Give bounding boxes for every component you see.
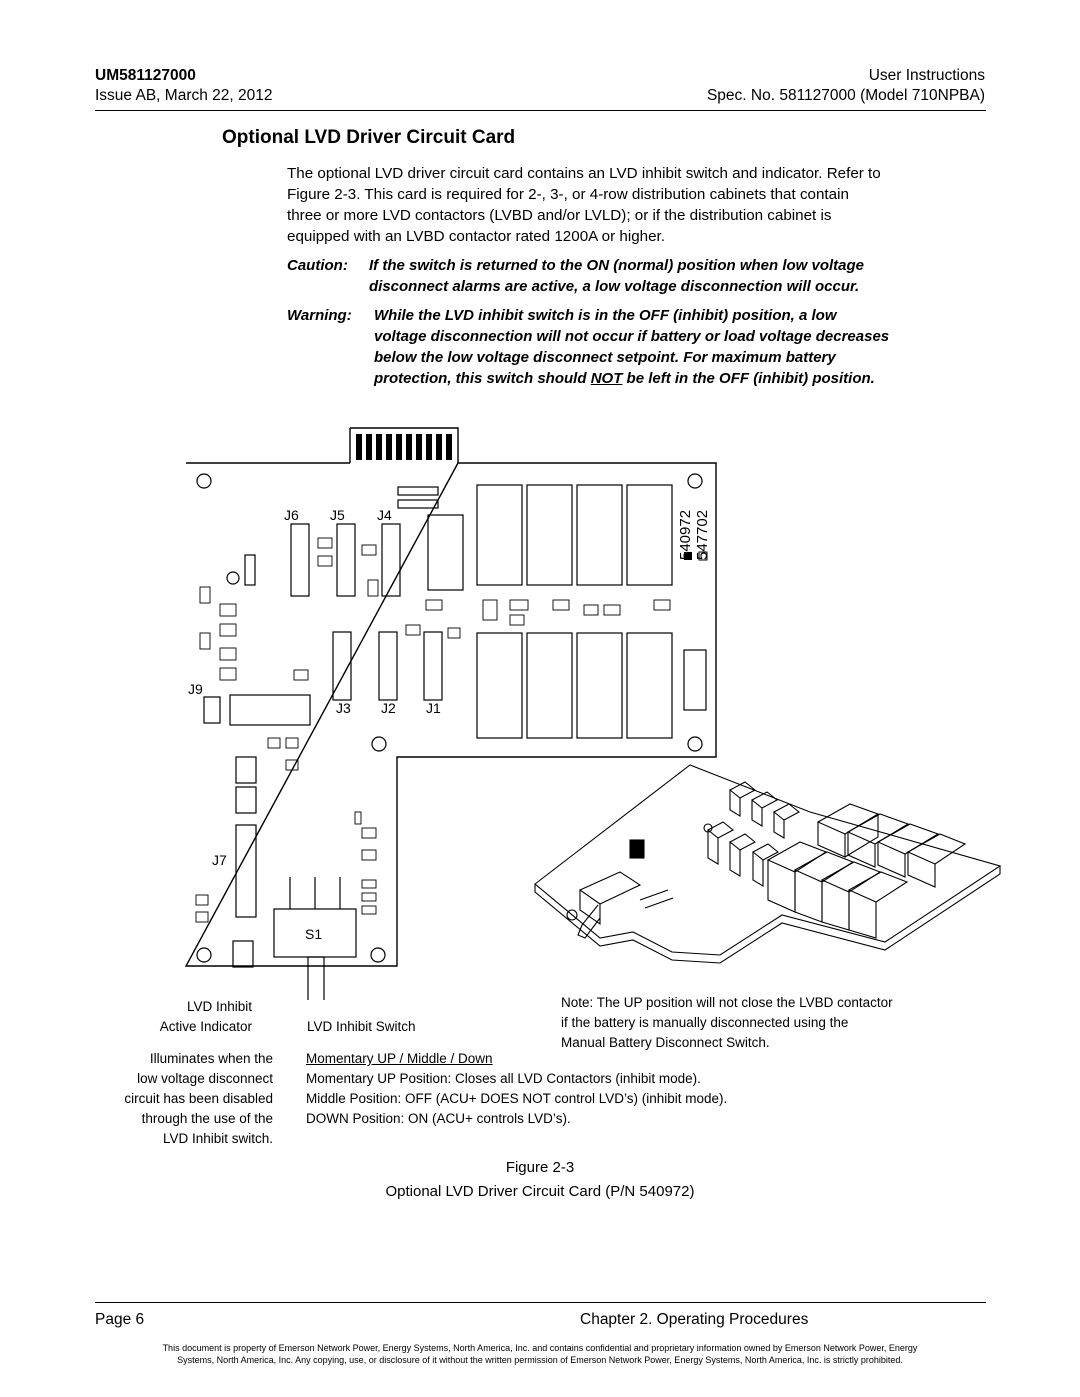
- mount-hole: [196, 947, 212, 963]
- relay-small: [427, 514, 464, 591]
- switch-note: Note: The UP position will not close the…: [561, 993, 893, 1053]
- ic-chip: [235, 786, 257, 814]
- led-indicator: [232, 940, 254, 968]
- figure-caption: Figure 2-3 Optional LVD Driver Circuit C…: [290, 1156, 790, 1204]
- side-connector: [683, 649, 707, 711]
- footer-rule: [95, 1302, 986, 1303]
- connector-j3: J3: [336, 700, 351, 716]
- header-j3: [332, 631, 352, 701]
- issue-date: Issue AB, March 22, 2012: [95, 87, 273, 104]
- indicator-label-line: Active Indicator: [159, 1019, 252, 1034]
- switch-s1-lever: [307, 956, 325, 1000]
- part-check-box-empty: [698, 551, 708, 561]
- relay: [576, 484, 623, 586]
- paragraph-line: three or more LVD contactors (LVBD and/o…: [287, 207, 832, 224]
- warning-emphasis: NOT: [590, 370, 623, 387]
- relay: [526, 632, 573, 739]
- section-title: Optional LVD Driver Circuit Card: [222, 127, 516, 148]
- indicator-desc-line: circuit has been disabled: [124, 1091, 273, 1106]
- header-rule: [95, 110, 986, 111]
- paragraph-line: The optional LVD driver circuit card con…: [287, 165, 881, 182]
- part-number-primary: 540972: [677, 510, 694, 560]
- paragraph-line: equipped with an LVBD contactor rated 12…: [287, 228, 665, 245]
- mount-hole: [371, 736, 387, 752]
- switch-s1-label: S1: [305, 926, 322, 942]
- switch-mode-item: Middle Position: OFF (ACU+ DOES NOT cont…: [306, 1091, 728, 1106]
- switch-modes-title: Momentary UP / Middle / Down: [306, 1051, 493, 1066]
- note-line: Note: The UP position will not close the…: [561, 995, 893, 1010]
- lvd-circuit-card-figure: J6 J5 J4 J9 J3 J2 J1 J7 S1 540972 547702: [184, 427, 1002, 1000]
- header-j7: [235, 824, 257, 918]
- relay: [576, 632, 623, 739]
- note-line: Manual Battery Disconnect Switch.: [561, 1035, 770, 1050]
- isometric-board-view: [534, 764, 1002, 964]
- header-j6: [290, 523, 310, 597]
- intro-paragraph: The optional LVD driver circuit card con…: [287, 163, 881, 247]
- connector-j7: J7: [212, 852, 227, 868]
- indicator-desc-line: low voltage disconnect: [137, 1071, 273, 1086]
- warning-line-last: protection, this switch should NOT be le…: [374, 368, 875, 389]
- switch-mode-item: Momentary UP Position: Closes all LVD Co…: [306, 1071, 701, 1086]
- connector-j5: J5: [330, 507, 345, 523]
- legal-line: This document is property of Emerson Net…: [162, 1343, 918, 1353]
- doc-type: User Instructions: [868, 67, 985, 84]
- indicator-label-line: LVD Inhibit: [186, 999, 252, 1014]
- relay: [476, 632, 523, 739]
- header-j9: [203, 696, 221, 724]
- board-outline: [184, 462, 717, 967]
- mount-hole: [196, 473, 212, 489]
- legal-notice: This document is property of Emerson Net…: [20, 1342, 1060, 1366]
- edge-connector-tab: [350, 427, 459, 463]
- figure-number: Figure 2-3: [505, 1159, 575, 1176]
- spec-number: Spec. No. 581127000 (Model 710NPBA): [706, 87, 985, 104]
- caution-line: If the switch is returned to the ON (nor…: [369, 257, 865, 274]
- figure-title: Optional LVD Driver Circuit Card (P/N 54…: [385, 1183, 695, 1200]
- edge-connector-fingers: [356, 434, 452, 460]
- paragraph-line: Figure 2-3. This card is required for 2-…: [287, 186, 849, 203]
- indicator-desc-line: LVD Inhibit switch.: [162, 1131, 273, 1146]
- relay: [476, 484, 523, 586]
- connector-j4: J4: [377, 507, 392, 523]
- note-line: if the battery is manually disconnected …: [561, 1015, 849, 1030]
- header-j1: [423, 631, 443, 701]
- ic-chip: [229, 694, 311, 726]
- indicator-desc-line: Illuminates when the: [149, 1051, 273, 1066]
- warning-line: below the low voltage disconnect setpoin…: [374, 349, 836, 366]
- warning-text: protection, this switch should: [374, 370, 591, 387]
- indicator-description: Illuminates when the low voltage disconn…: [94, 1049, 273, 1149]
- relay: [626, 632, 673, 739]
- header-j5: [336, 523, 356, 597]
- warning-text: be left in the OFF (inhibit) position.: [622, 370, 875, 387]
- connector-j9: J9: [188, 681, 203, 697]
- warning-label: Warning:: [287, 307, 352, 324]
- part-number-secondary: 547702: [694, 510, 711, 560]
- warning-line: voltage disconnection will not occur if …: [374, 328, 890, 345]
- page-number: Page 6: [95, 1311, 145, 1328]
- legal-line: Systems, North America, Inc. Any copying…: [177, 1355, 903, 1365]
- mount-hole: [687, 473, 703, 489]
- relay: [526, 484, 573, 586]
- indicator-desc-line: through the use of the: [141, 1111, 273, 1126]
- switch-label: LVD Inhibit Switch: [307, 1019, 416, 1034]
- connector-j6: J6: [284, 507, 299, 523]
- switch-mode-item: DOWN Position: ON (ACU+ controls LVD’s).: [306, 1111, 571, 1126]
- caution-line: disconnect alarms are active, a low volt…: [369, 278, 860, 295]
- part-check-box-filled: [684, 552, 692, 560]
- mount-hole: [370, 947, 386, 963]
- mount-hole: [687, 736, 703, 752]
- warning-line: While the LVD inhibit switch is in the O…: [374, 307, 837, 324]
- switch-modes: Momentary UP / Middle / Down Momentary U…: [306, 1049, 727, 1129]
- connector-j2: J2: [381, 700, 396, 716]
- caution-label: Caution:: [287, 257, 348, 274]
- ic-chip: [235, 756, 257, 784]
- connector-j1: J1: [426, 700, 441, 716]
- chapter-title: Chapter 2. Operating Procedures: [580, 1311, 809, 1328]
- relay: [626, 484, 673, 586]
- header-j2: [378, 631, 398, 701]
- indicator-label: LVD Inhibit Active Indicator: [132, 997, 252, 1037]
- header-j4: [381, 523, 401, 597]
- doc-id: UM581127000: [95, 67, 196, 84]
